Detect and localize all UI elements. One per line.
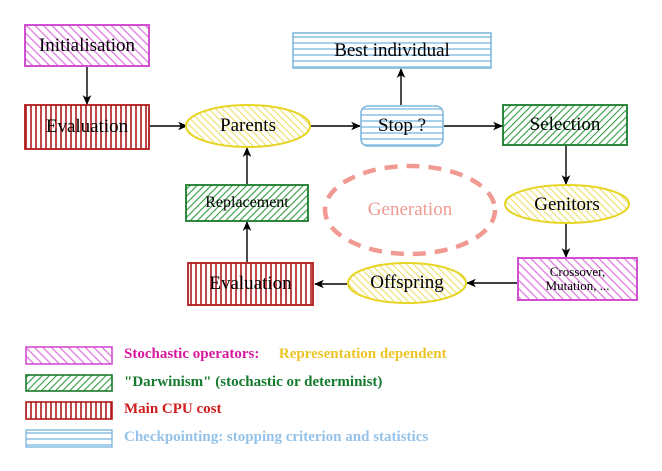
node-replacement[interactable] bbox=[185, 184, 309, 222]
node-evaluation-top[interactable] bbox=[24, 104, 150, 150]
node-evaluation-bottom[interactable] bbox=[187, 262, 314, 306]
node-crossover-mutation[interactable] bbox=[517, 257, 638, 301]
legend-stochastic-primary: Stochastic operators: bbox=[124, 346, 260, 362]
legend-swatch-checkpointing bbox=[25, 429, 113, 448]
legend-stochastic-secondary: Representation dependent bbox=[278, 346, 447, 362]
node-initialisation[interactable] bbox=[24, 24, 150, 67]
node-best-individual[interactable] bbox=[292, 32, 492, 69]
legend-swatch-cpu bbox=[25, 401, 113, 420]
node-genitors[interactable] bbox=[504, 184, 630, 224]
legend-label-checkpointing: Checkpointing: stopping criterion and st… bbox=[124, 429, 429, 445]
node-parents[interactable] bbox=[185, 104, 311, 148]
node-selection[interactable] bbox=[502, 104, 628, 146]
node-offspring[interactable] bbox=[347, 262, 467, 304]
legend-swatch-stochastic bbox=[25, 346, 113, 365]
legend-label-cpu: Main CPU cost bbox=[124, 401, 222, 417]
legend-label-darwinism: "Darwinism" (stochastic or determinist) bbox=[124, 374, 383, 390]
legend-label-stochastic: Stochastic operators: Representation dep… bbox=[124, 346, 447, 363]
legend-swatch-darwinism bbox=[25, 374, 113, 392]
node-stop[interactable] bbox=[360, 105, 444, 147]
node-generation bbox=[322, 163, 498, 257]
